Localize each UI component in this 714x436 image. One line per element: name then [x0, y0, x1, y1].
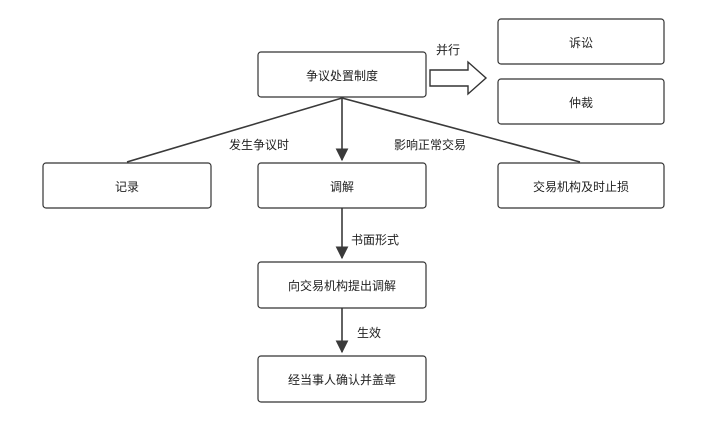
- node-litigation-label: 诉讼: [569, 36, 593, 50]
- node-arbitration-label: 仲裁: [569, 96, 593, 110]
- node-confirm-seal: 经当事人确认并盖章: [257, 355, 427, 403]
- label-affects-trading: 影响正常交易: [394, 137, 466, 152]
- label-dispute-occurs: 发生争议时: [229, 137, 289, 152]
- node-exchange-stop-loss-label: 交易机构及时止损: [533, 179, 629, 194]
- parallel-block-arrow: [429, 60, 488, 96]
- node-apply-mediation: 向交易机构提出调解: [257, 261, 427, 309]
- node-dispute-system: 争议处置制度: [257, 51, 427, 98]
- node-mediation: 调解: [257, 162, 427, 209]
- label-takes-effect: 生效: [357, 325, 381, 340]
- edge-system-to-record: [126, 97, 343, 163]
- label-parallel: 并行: [436, 43, 460, 57]
- node-arbitration: 仲裁: [497, 78, 665, 125]
- node-litigation: 诉讼: [497, 18, 665, 65]
- label-written-form: 书面形式: [351, 233, 399, 247]
- node-dispute-system-label: 争议处置制度: [306, 68, 378, 83]
- node-record: 记录: [42, 162, 212, 209]
- node-apply-mediation-label: 向交易机构提出调解: [288, 278, 396, 293]
- node-confirm-seal-label: 经当事人确认并盖章: [288, 372, 396, 387]
- node-record-label: 记录: [115, 180, 139, 194]
- node-exchange-stop-loss: 交易机构及时止损: [497, 162, 665, 209]
- edge-system-to-stop-loss: [341, 97, 581, 163]
- node-mediation-label: 调解: [330, 180, 354, 194]
